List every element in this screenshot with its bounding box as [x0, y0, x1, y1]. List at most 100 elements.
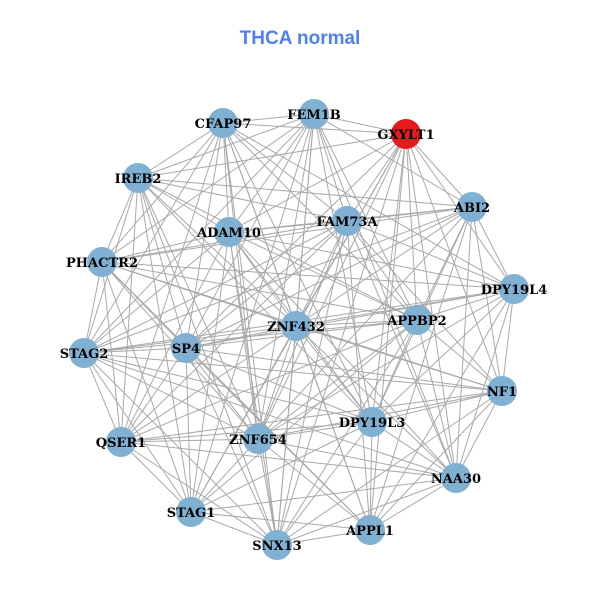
- node-NAA30[interactable]: [441, 463, 471, 493]
- edge-CFAP97-ADAM10: [222, 122, 230, 233]
- edge-FEM1B-DPY19L3: [313, 113, 373, 423]
- node-ZNF654[interactable]: [243, 424, 273, 454]
- edge-NF1-DPY19L3: [371, 390, 503, 423]
- node-GXYLT1[interactable]: [391, 119, 421, 149]
- edge-ABI2-APPL1: [369, 206, 473, 531]
- edge-NF1-QSER1: [120, 390, 503, 443]
- edge-CFAP97-APPBP2: [222, 122, 418, 321]
- node-DPY19L3[interactable]: [357, 407, 387, 437]
- edge-DPY19L4-NAA30: [455, 288, 515, 479]
- edge-APPBP2-NAA30: [416, 319, 457, 479]
- node-STAG2[interactable]: [69, 338, 99, 368]
- edge-PHACTR2-STAG2: [83, 261, 103, 354]
- edge-IREB2-SNX13: [137, 177, 278, 546]
- node-SP4[interactable]: [171, 333, 201, 363]
- edge-APPBP2-STAG2: [83, 319, 418, 354]
- edge-GXYLT1-SP4: [185, 133, 407, 349]
- edge-ADAM10-STAG2: [83, 231, 230, 354]
- edge-APPBP2-ZNF654: [257, 319, 418, 440]
- node-label: CFAP97: [195, 117, 252, 132]
- node-DPY19L4[interactable]: [499, 274, 529, 304]
- edge-ZNF432-ZNF654: [257, 325, 297, 440]
- edge-APPBP2-ZNF432: [295, 319, 418, 327]
- edge-DPY19L4-APPL1: [369, 288, 515, 531]
- node-label: NF1: [487, 385, 517, 400]
- node-label: DPY19L4: [481, 283, 548, 298]
- node-FAM73A[interactable]: [332, 206, 362, 236]
- edge-APPBP2-NF1: [416, 319, 503, 392]
- edge-ABI2-STAG2: [83, 206, 473, 354]
- edge-NAA30-SNX13: [276, 477, 457, 546]
- edge-IREB2-SP4: [137, 177, 187, 349]
- edge-FAM73A-DPY19L4: [346, 220, 515, 290]
- edge-ABI2-SP4: [185, 206, 473, 349]
- edge-IREB2-APPBP2: [137, 177, 418, 321]
- node-PHACTR2[interactable]: [87, 247, 117, 277]
- edge-FAM73A-APPBP2: [346, 220, 418, 321]
- edge-FAM73A-ZNF432: [295, 220, 348, 327]
- edge-IREB2-ZNF432: [137, 177, 297, 327]
- edge-STAG2-NF1: [83, 352, 503, 392]
- node-ADAM10[interactable]: [214, 217, 244, 247]
- edge-GXYLT1-ADAM10: [228, 133, 407, 233]
- edge-IREB2-QSER1: [120, 177, 139, 443]
- edge-ABI2-PHACTR2: [101, 206, 473, 263]
- edge-PHACTR2-STAG1: [101, 261, 192, 513]
- edge-IREB2-ZNF654: [137, 177, 259, 440]
- node-APPL1[interactable]: [355, 515, 385, 545]
- node-label: ABI2: [453, 201, 490, 216]
- node-APPBP2[interactable]: [402, 305, 432, 335]
- edge-STAG2-SNX13: [83, 352, 278, 546]
- node-label: SP4: [172, 342, 200, 357]
- node-NF1[interactable]: [487, 376, 517, 406]
- node-QSER1[interactable]: [106, 427, 136, 457]
- edge-GXYLT1-IREB2: [137, 133, 407, 179]
- edge-GXYLT1-FAM73A: [346, 133, 407, 222]
- node-STAG1[interactable]: [176, 497, 206, 527]
- edge-CFAP97-DPY19L4: [222, 122, 515, 290]
- edge-FAM73A-SNX13: [276, 220, 348, 546]
- node-label: STAG2: [60, 347, 109, 362]
- edge-ADAM10-SNX13: [228, 231, 278, 546]
- node-label: NAA30: [431, 472, 481, 487]
- node-FEM1B[interactable]: [299, 99, 329, 129]
- edge-STAG2-ZNF654: [83, 352, 259, 440]
- edge-QSER1-ZNF654: [120, 438, 259, 443]
- edge-FEM1B-PHACTR2: [101, 113, 315, 263]
- edge-PHACTR2-APPBP2: [101, 261, 418, 321]
- edge-FAM73A-APPL1: [346, 220, 371, 531]
- node-ABI2[interactable]: [457, 192, 487, 222]
- node-IREB2[interactable]: [123, 163, 153, 193]
- edge-APPBP2-SNX13: [276, 319, 418, 546]
- edge-FAM73A-STAG2: [83, 220, 348, 354]
- edge-STAG1-SNX13: [190, 511, 278, 546]
- edge-FEM1B-GXYLT1: [313, 113, 407, 135]
- edge-ZNF654-NAA30: [257, 438, 457, 479]
- node-CFAP97[interactable]: [208, 108, 238, 138]
- node-label: GXYLT1: [377, 128, 434, 143]
- edge-DPY19L3-NAA30: [371, 421, 457, 479]
- node-label: ZNF654: [229, 433, 287, 448]
- edge-SP4-QSER1: [120, 347, 187, 443]
- nodes-layer: FEM1BCFAP97GXYLT1IREB2ABI2ADAM10FAM73APH…: [60, 99, 548, 560]
- edge-NAA30-APPL1: [369, 477, 457, 531]
- edge-FEM1B-FAM73A: [313, 113, 348, 222]
- node-label: FEM1B: [287, 108, 341, 123]
- edge-DPY19L4-APPBP2: [416, 288, 515, 321]
- edge-DPY19L3-APPL1: [369, 421, 373, 531]
- edge-DPY19L4-DPY19L3: [371, 288, 515, 423]
- edge-DPY19L3-STAG1: [190, 421, 373, 513]
- node-ZNF432[interactable]: [281, 311, 311, 341]
- edge-CFAP97-SNX13: [222, 122, 278, 546]
- edge-DPY19L3-SNX13: [276, 421, 373, 546]
- node-SNX13[interactable]: [262, 530, 292, 560]
- edge-ADAM10-FAM73A: [228, 220, 348, 233]
- edge-IREB2-FAM73A: [137, 177, 348, 222]
- edge-NF1-APPL1: [369, 390, 503, 531]
- edge-FEM1B-STAG2: [83, 113, 315, 354]
- node-label: ADAM10: [196, 226, 261, 241]
- chart-title: THCA normal: [239, 28, 361, 49]
- node-label: FAM73A: [316, 215, 378, 230]
- edge-CFAP97-FAM73A: [222, 122, 348, 222]
